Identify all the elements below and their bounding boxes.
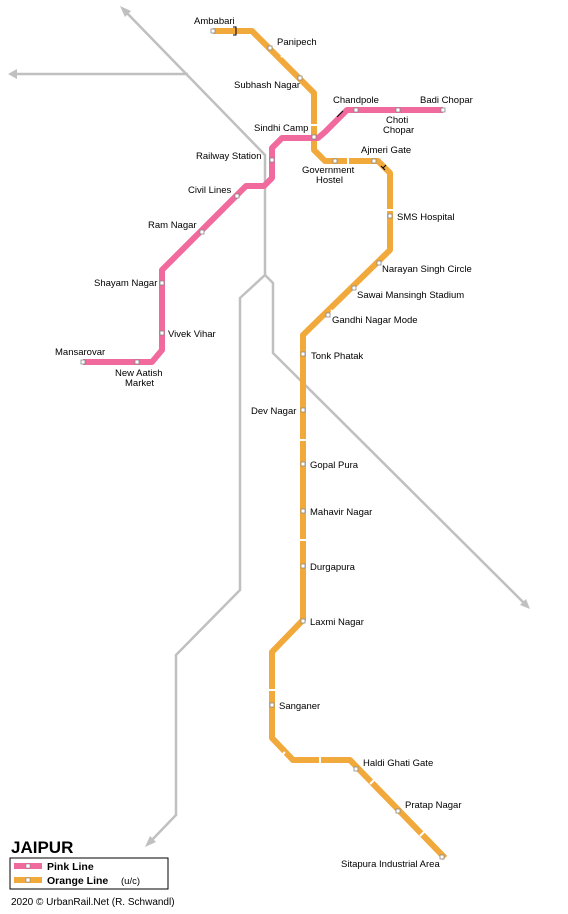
station-sitapura[interactable] — [439, 854, 445, 860]
station-chandpole[interactable] — [353, 107, 359, 113]
legend-orange: Orange Line (u/c) — [14, 875, 140, 887]
map-title: JAIPUR — [11, 838, 73, 857]
station-new-aatish-market[interactable] — [134, 359, 140, 365]
station-government-hostel[interactable] — [332, 158, 338, 164]
station-sanganer[interactable] — [269, 702, 275, 708]
label-sms-hospital: SMS Hospital — [397, 212, 455, 223]
label-government-hostel-2: Hostel — [316, 175, 343, 186]
label-government-hostel-1: Government — [302, 165, 355, 176]
label-ajmeri-gate: Ajmeri Gate — [361, 145, 411, 156]
label-railway-station: Railway Station — [196, 151, 261, 162]
arrow-west-icon — [8, 69, 17, 79]
railway-arrowheads — [8, 6, 530, 847]
label-new-aatish-2: Market — [125, 378, 154, 389]
label-gopal-pura: Gopal Pura — [310, 460, 359, 471]
station-shayam-nagar[interactable] — [159, 280, 165, 286]
label-gandhi-nagar-mode: Gandhi Nagar Mode — [332, 315, 418, 326]
label-dev-nagar: Dev Nagar — [251, 406, 296, 417]
station-durgapura[interactable] — [300, 563, 306, 569]
station-ambabari[interactable] — [210, 28, 216, 34]
railway-north — [124, 10, 267, 275]
station-tonk-phatak[interactable] — [300, 351, 306, 357]
label-panipech: Panipech — [277, 37, 317, 48]
label-haldi-ghati-gate: Haldi Ghati Gate — [363, 758, 433, 769]
label-laxmi-nagar: Laxmi Nagar — [310, 617, 364, 628]
station-narayan-singh-circle[interactable] — [376, 260, 382, 266]
orange-line — [213, 28, 448, 861]
legend-orange-label: Orange Line — [47, 875, 108, 887]
station-vivek-vihar[interactable] — [159, 330, 165, 336]
label-shayam-nagar: Shayam Nagar — [94, 278, 157, 289]
arrow-southwest-icon — [145, 836, 156, 847]
label-narayan-singh-circle: Narayan Singh Circle — [382, 264, 472, 275]
station-gandhi-nagar-mode[interactable] — [325, 312, 331, 318]
label-civil-lines: Civil Lines — [188, 185, 232, 196]
label-choti-chopar-2: Chopar — [383, 125, 414, 136]
label-mansarovar: Mansarovar — [55, 347, 105, 358]
station-badi-chopar[interactable] — [440, 107, 446, 113]
label-tonk-phatak: Tonk Phatak — [311, 351, 364, 362]
railway-southwest — [149, 274, 266, 843]
label-badi-chopar: Badi Chopar — [420, 95, 473, 106]
station-haldi-ghati-gate[interactable] — [353, 766, 359, 772]
station-civil-lines[interactable] — [234, 193, 240, 199]
railway-lines — [14, 10, 527, 843]
legend-pink-label: Pink Line — [47, 861, 94, 873]
station-gopal-pura[interactable] — [300, 461, 306, 467]
station-ajmeri-gate[interactable] — [371, 158, 377, 164]
label-new-aatish-1: New Aatish — [115, 368, 163, 379]
legend-orange-note: (u/c) — [121, 876, 140, 887]
orange-line-gaps — [269, 51, 426, 837]
label-sindhi-camp: Sindhi Camp — [254, 123, 308, 134]
railway-southeast — [264, 274, 527, 606]
station-pratap-nagar[interactable] — [395, 808, 401, 814]
station-labels: Ambabari Panipech Subhash Nagar Chandpol… — [55, 16, 473, 870]
arrow-southeast-icon — [520, 599, 530, 609]
station-subhash-nagar[interactable] — [297, 75, 303, 81]
station-sms-hospital[interactable] — [387, 213, 393, 219]
line-end-markers — [233, 26, 387, 171]
station-mansarovar[interactable] — [80, 359, 86, 365]
stations — [80, 28, 446, 860]
label-durgapura: Durgapura — [310, 562, 356, 573]
legend-pink: Pink Line — [14, 861, 94, 873]
label-ram-nagar: Ram Nagar — [148, 220, 197, 231]
station-choti-chopar[interactable] — [395, 107, 401, 113]
station-dev-nagar[interactable] — [300, 407, 306, 413]
label-sitapura: Sitapura Industrial Area — [341, 859, 440, 870]
label-mahavir-nagar: Mahavir Nagar — [310, 507, 372, 518]
station-ram-nagar[interactable] — [199, 229, 205, 235]
credit: 2020 © UrbanRail.Net (R. Schwandl) — [11, 897, 175, 908]
label-sanganer: Sanganer — [279, 701, 320, 712]
label-chandpole: Chandpole — [333, 95, 379, 106]
station-railway-station[interactable] — [269, 157, 275, 163]
label-choti-chopar-1: Choti — [386, 115, 408, 126]
label-ambabari: Ambabari — [194, 16, 235, 27]
label-sawai-mansingh-stadium: Sawai Mansingh Stadium — [357, 290, 464, 301]
label-vivek-vihar: Vivek Vihar — [168, 329, 216, 340]
station-sindhi-camp[interactable] — [311, 134, 317, 140]
station-mahavir-nagar[interactable] — [300, 508, 306, 514]
label-subhash-nagar: Subhash Nagar — [234, 80, 300, 91]
station-panipech[interactable] — [267, 45, 273, 51]
label-pratap-nagar: Pratap Nagar — [405, 800, 462, 811]
station-laxmi-nagar[interactable] — [300, 618, 306, 624]
pink-line — [83, 107, 443, 365]
arrow-north-icon — [120, 6, 131, 17]
station-sawai-mansingh-stadium[interactable] — [351, 285, 357, 291]
